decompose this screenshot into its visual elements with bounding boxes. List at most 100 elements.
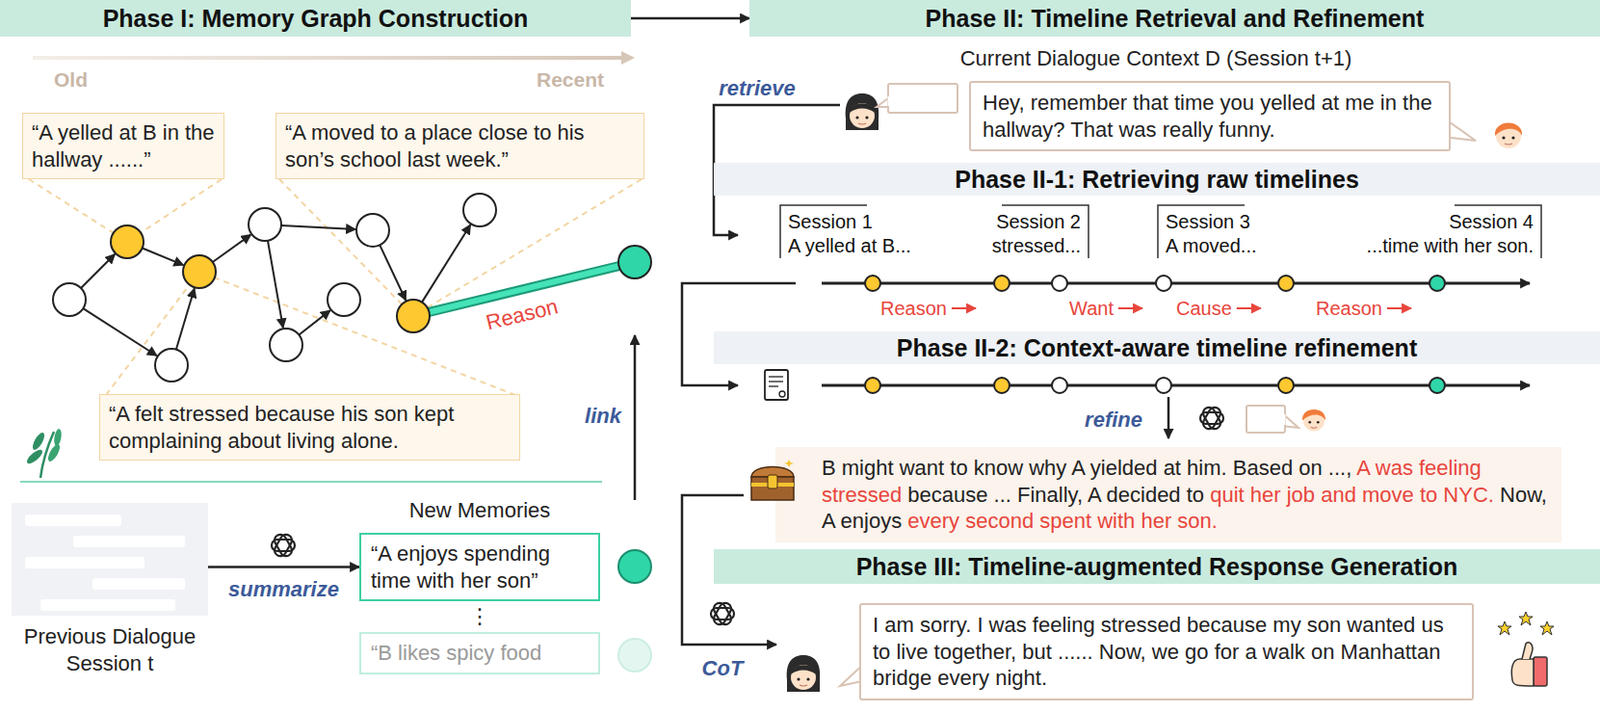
link-arrow (633, 335, 637, 500)
dialogue-placeholder (11, 502, 209, 616)
node-text: Phase II: Timeline Retrieval and Refinem… (925, 4, 1425, 33)
relation-label: Reason (1315, 296, 1383, 320)
time-axis (32, 51, 635, 65)
timeline-dot (1051, 275, 1068, 291)
axis-label: Old (53, 67, 88, 92)
openai-icon (710, 601, 735, 628)
highlight-text: quit her job and move to NYC. (1209, 482, 1495, 507)
person-avatar (786, 655, 821, 692)
graph-node (327, 283, 361, 316)
dialogue-placeholder (92, 577, 185, 590)
memory-graph (52, 193, 652, 382)
session-bracket (780, 205, 1542, 259)
node-text: Phase III: Timeline-augmented Response G… (856, 552, 1459, 581)
plant-icon (25, 447, 45, 467)
timeline-dot (865, 377, 881, 394)
memory-dot (618, 638, 652, 672)
thumbs-up-icon (1521, 642, 1533, 659)
graph-node (356, 213, 390, 247)
step-label: CoT (702, 655, 744, 682)
empty-bubble (876, 83, 958, 113)
node-text: Hey, remember that time you yelled at me… (982, 89, 1438, 143)
relation-arrow (1236, 307, 1261, 310)
dialogue-placeholder (25, 514, 122, 526)
node-text: because ... Finally, A decided to (907, 482, 1205, 507)
timeline-dot (865, 275, 881, 291)
memory-quote: “A yelled at B in the hallway ......” (22, 112, 225, 180)
plant-icon (30, 430, 48, 451)
leader-line (28, 179, 642, 395)
dialogue-placeholder (40, 599, 176, 611)
thumbs-up-icon (1533, 656, 1548, 686)
phase-header: Phase I: Memory Graph Construction (0, 0, 631, 37)
session-summary: A yelled at B... (787, 234, 912, 258)
timeline-dot (865, 275, 1445, 394)
relation-label: Reason (880, 296, 947, 320)
session-label: Session 3 (1165, 209, 1251, 234)
time-axis (32, 55, 622, 60)
plant-icon (52, 428, 63, 447)
dialogue-placeholder (73, 535, 185, 548)
node-text: Phase I: Memory Graph Construction (103, 4, 529, 33)
step-header: Phase II-2: Context-aware timeline refin… (713, 331, 1600, 365)
graph-node (269, 328, 303, 362)
openai-icon (271, 532, 295, 559)
axis-label: Recent (536, 67, 604, 92)
time-axis (621, 51, 635, 65)
node-text: “A felt stressed because his son kept co… (108, 400, 511, 454)
empty-bubble (1246, 405, 1286, 433)
person-avatar (845, 93, 880, 131)
leader-line (413, 179, 642, 316)
plant-icon (25, 428, 63, 478)
graph-node (110, 225, 144, 259)
dialogue-placeholder (11, 502, 209, 616)
memory-dot (618, 550, 652, 583)
graph-node (248, 208, 282, 241)
node-text: I am sorry. I was feeling stressed becau… (872, 611, 1461, 692)
node-text: Previous Dialogue Session t (11, 623, 209, 677)
graph-edge (80, 254, 115, 289)
graph-edge (176, 288, 195, 349)
chest-icon (746, 457, 799, 504)
speech-bubble: Hey, remember that time you yelled at me… (969, 80, 1451, 152)
session-label: Session 1 (787, 209, 873, 234)
timeline-dot (1278, 377, 1294, 394)
group-heading: New Memories (409, 498, 551, 524)
graph-node (183, 255, 216, 289)
step-label: refine (1084, 407, 1143, 433)
step-label: retrieve (718, 76, 796, 102)
relation-arrow (951, 307, 976, 310)
graph-edge (82, 308, 158, 356)
step-label: link (584, 403, 622, 429)
memory-quote: “A felt stressed because his son kept co… (99, 393, 521, 461)
flow-arrow (630, 17, 750, 21)
timeline-dot (994, 377, 1010, 394)
leader-line (199, 271, 516, 395)
document-icon (768, 380, 784, 382)
document-icon (764, 369, 788, 400)
leader-line (105, 271, 200, 395)
node-text: “A yelled at B in the hallway ......” (31, 119, 215, 173)
graph-edge (212, 235, 252, 263)
graph-node (52, 283, 86, 316)
node-text: “A moved to a place close to his son’s s… (285, 119, 635, 173)
timeline-dot (1429, 377, 1445, 394)
star-icon (1497, 621, 1512, 635)
highlight-text: every second spent with her son. (907, 508, 1218, 533)
timeline (821, 282, 1530, 286)
session-label: Session 4 (1448, 209, 1534, 234)
timeline (821, 384, 1530, 388)
empty-bubble (1283, 414, 1286, 425)
edge-label: summarize (226, 576, 341, 602)
timeline-dot (1429, 275, 1445, 291)
refined-timeline: B might want to know why A yielded at hi… (775, 446, 1562, 543)
new-memory: “B likes spicy food (359, 631, 601, 675)
node-text: “B likes spicy food (370, 639, 589, 667)
graph-node (155, 348, 188, 382)
document-icon (768, 375, 784, 377)
node-text: Phase II-1: Retrieving raw timelines (954, 165, 1360, 194)
flow-arrow (208, 565, 360, 569)
star-icon (1540, 621, 1554, 635)
dialogue-session: Previous Dialogue Session t (11, 502, 209, 677)
